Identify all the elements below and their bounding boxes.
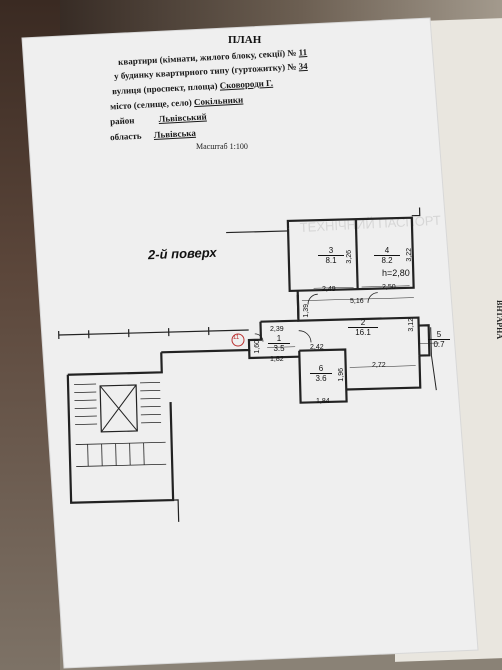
room-1-label: 1 3.5 [268, 334, 290, 353]
dim-2-72: 2,72 [372, 362, 386, 369]
back-page-text: ВНТАРНА [495, 300, 502, 340]
dim-1-84: 1,84 [316, 398, 330, 405]
header-line-city: місто (селище, село) Сокільники [110, 95, 244, 112]
elevator-shaft [99, 384, 138, 433]
dim-1-82: 1,82 [270, 356, 284, 363]
stairwell-wall [66, 374, 175, 504]
header-line-district: район Львівський [110, 111, 207, 126]
street-label: вулиця (проспект, площа) [111, 80, 218, 97]
building-label: у будинку квартирного типу (гуртожитку) … [113, 61, 297, 82]
city-label: місто (селище, село) [109, 97, 192, 112]
room-2-label: 2 16.1 [348, 318, 378, 337]
street-value: Сковороди Г. [219, 77, 274, 91]
room-3-label: 3 8.1 [318, 246, 344, 265]
dim-1-39: 1,39 [303, 304, 310, 318]
background-left [0, 0, 60, 670]
region-label: область [109, 130, 142, 143]
header-line-region: область Львівська [110, 128, 196, 142]
building-number: 34 [298, 60, 308, 72]
header-line-building: у будинку квартирного типу (гуртожитку) … [114, 61, 308, 81]
dim-5-16: 5,16 [350, 298, 364, 305]
dim-2-42: 2,42 [310, 344, 324, 351]
district-label: район [109, 115, 135, 127]
apartment-number: 11 [298, 47, 308, 58]
header-line-street: вулиця (проспект, площа) Сковороди Г. [112, 78, 273, 96]
region-value: Львівська [153, 127, 197, 140]
dim-2-49: 2,49 [322, 286, 336, 293]
dim-1-60: 1,60 [254, 340, 261, 354]
floor-label: 2-й поверх [147, 244, 217, 263]
back-page [395, 18, 502, 662]
apartment-marker: 11 [233, 335, 240, 341]
dim-1-96: 1,96 [338, 368, 345, 382]
district-value: Львівський [158, 111, 207, 124]
dim-3-26: 3,26 [346, 250, 353, 264]
dim-2-50: 2,50 [382, 284, 396, 291]
dim-2-39: 2,39 [270, 326, 284, 333]
room-6-wall [298, 348, 348, 404]
apartment-label: квартири (кімнати, жилого блоку, секції)… [117, 47, 297, 67]
scale-label: Масштаб 1:100 [196, 142, 248, 151]
room-6-label: 6 3.6 [310, 364, 332, 383]
header-line-apartment: квартири (кімнати, жилого блоку, секції)… [118, 47, 308, 67]
apartment-marker-circle [231, 333, 245, 347]
wall-3-4 [354, 219, 359, 290]
city-value: Сокільники [193, 94, 244, 108]
